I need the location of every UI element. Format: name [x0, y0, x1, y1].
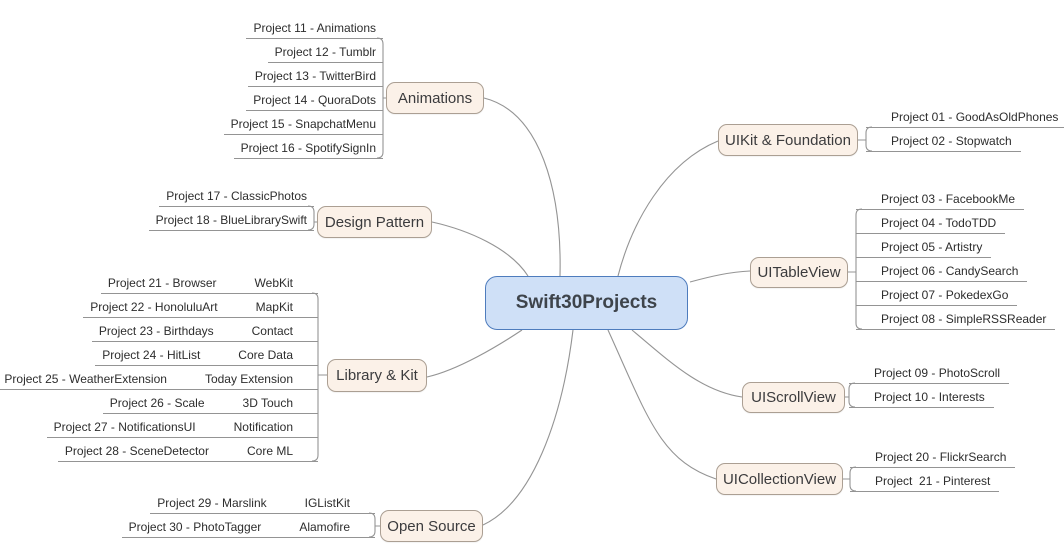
leaf-framework-label: MapKit [255, 300, 293, 314]
leaf-project-16[interactable]: Project 16 - SpotifySignIn [233, 139, 383, 159]
leaf-project-01[interactable]: Project 01 - GoodAsOldPhones [866, 108, 1064, 128]
leaf-project-22[interactable]: Project 22 - HonoluluArt MapKit [83, 298, 318, 318]
leaf-project-label: Project 29 - Marslink [157, 496, 267, 510]
leaf-project-09[interactable]: Project 09 - PhotoScroll [849, 364, 1010, 384]
leaf-project-05[interactable]: Project 05 - Artistry [856, 238, 992, 258]
leaf-project-12[interactable]: Project 12 - Tumblr [267, 43, 383, 63]
branch-node-uitableview[interactable]: UITableView [750, 257, 848, 288]
leaf-project-label: Project 24 - HitList [102, 348, 201, 362]
curve-uitableview [689, 270, 751, 283]
branch-node-library-kit[interactable]: Library & Kit [327, 359, 427, 392]
branch-node-uicollectionview[interactable]: UICollectionView [716, 463, 843, 495]
branch-node-design-pattern[interactable]: Design Pattern [317, 206, 432, 238]
leaf-project-label: Project 25 - WeatherExtension [4, 372, 167, 386]
leaf-project-label: Project 30 - PhotoTagger [128, 520, 262, 534]
leaf-project-label: Project 23 - Birthdays [98, 324, 214, 338]
leaf-project-04[interactable]: Project 04 - TodoTDD [856, 214, 1006, 234]
leaf-project-21-pinterest[interactable]: Project 21 - Pinterest [850, 472, 1000, 492]
curve-uicollectionview [607, 329, 717, 480]
leaf-framework-label: Core Data [238, 348, 293, 362]
leaf-framework-label: Notification [233, 420, 293, 434]
leaf-project-30[interactable]: Project 30 - PhotoTagger Alamofire [121, 518, 375, 538]
root-node[interactable]: Swift30Projects [485, 276, 688, 330]
leaf-project-08[interactable]: Project 08 - SimpleRSSReader [856, 310, 1056, 330]
leaf-project-25[interactable]: Project 25 - WeatherExtension Today Exte… [0, 370, 318, 390]
curve-open-source [482, 329, 574, 526]
branch-node-animations[interactable]: Animations [386, 82, 484, 114]
leaf-project-24[interactable]: Project 24 - HitList Core Data [95, 346, 318, 366]
leaf-framework-label: Alamofire [299, 520, 350, 534]
leaf-project-03[interactable]: Project 03 - FacebookMe [856, 190, 1025, 210]
curve-uikit-foundation [617, 140, 719, 277]
leaf-project-11[interactable]: Project 11 - Animations [246, 19, 383, 39]
leaf-project-15[interactable]: Project 15 - SnapchatMenu [223, 115, 383, 135]
branch-node-uikit-foundation[interactable]: UIKit & Foundation [718, 124, 858, 156]
leaf-project-29[interactable]: Project 29 - Marslink IGListKit [150, 494, 375, 514]
curve-animations [483, 97, 561, 277]
leaf-project-27[interactable]: Project 27 - NotificationsUI Notificatio… [46, 418, 318, 438]
leaf-framework-label: WebKit [254, 276, 293, 290]
leaf-project-label: Project 28 - SceneDetector [64, 444, 209, 458]
leaf-project-02[interactable]: Project 02 - Stopwatch [866, 132, 1021, 152]
leaf-project-23[interactable]: Project 23 - Birthdays Contact [91, 322, 318, 342]
leaf-project-07[interactable]: Project 07 - PokedexGo [856, 286, 1018, 306]
curve-library-kit [426, 329, 523, 378]
leaf-project-14[interactable]: Project 14 - QuoraDots [246, 91, 383, 111]
leaf-project-20[interactable]: Project 20 - FlickrSearch [850, 448, 1016, 468]
leaf-framework-label: 3D Touch [242, 396, 293, 410]
leaf-project-10[interactable]: Project 10 - Interests [849, 388, 994, 408]
leaf-project-label: Project 27 - NotificationsUI [53, 420, 196, 434]
leaf-project-06[interactable]: Project 06 - CandySearch [856, 262, 1028, 282]
leaf-framework-label: Core ML [246, 444, 293, 458]
curve-uiscrollview [631, 329, 743, 398]
leaf-framework-label: Today Extension [204, 372, 293, 386]
leaf-project-21-browser[interactable]: Project 21 - Browser WebKit [100, 274, 318, 294]
branch-node-uiscrollview[interactable]: UIScrollView [742, 382, 845, 413]
leaf-project-label: Project 21 - Browser [107, 276, 217, 290]
leaf-project-26[interactable]: Project 26 - Scale 3D Touch [102, 394, 318, 414]
leaf-project-13[interactable]: Project 13 - TwitterBird [247, 67, 383, 87]
leaf-project-label: Project 22 - HonoluluArt [90, 300, 218, 314]
curve-design-pattern [431, 221, 529, 277]
leaf-project-label: Project 26 - Scale [109, 396, 205, 410]
leaf-framework-label: IGListKit [304, 496, 350, 510]
leaf-framework-label: Contact [251, 324, 293, 338]
leaf-project-17[interactable]: Project 17 - ClassicPhotos [159, 187, 314, 207]
leaf-project-28[interactable]: Project 28 - SceneDetector Core ML [57, 442, 318, 462]
branch-node-open-source[interactable]: Open Source [380, 510, 483, 542]
leaf-project-18[interactable]: Project 18 - BlueLibrarySwift [148, 211, 314, 231]
